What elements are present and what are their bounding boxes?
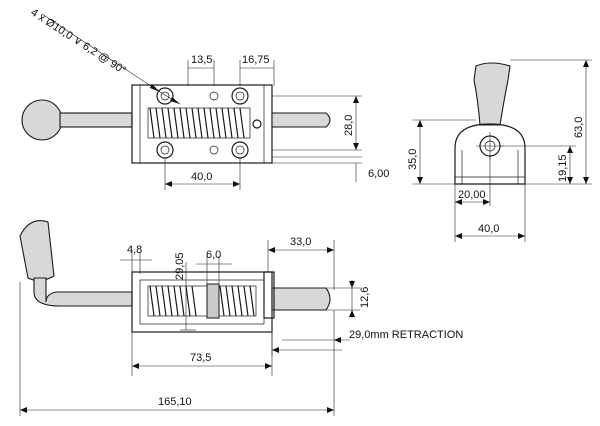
dim-16-75: 16,75	[242, 54, 270, 66]
dim-4-8: 4,8	[127, 244, 142, 256]
side-view: 4,8 29,05 6,0 33,0 12,6 29,0mm RETRACTIO…	[19, 220, 463, 416]
dim-35-0: 35,0	[407, 149, 419, 170]
dim-40-top: 40,0	[191, 171, 212, 183]
side-spring	[147, 283, 257, 319]
dim-19-15: 19,15	[557, 154, 569, 182]
dim-165-10: 165,10	[158, 396, 192, 408]
dim-33-0: 33,0	[290, 236, 311, 248]
handle-shaft	[59, 112, 133, 128]
dim-6-0: 6,0	[206, 249, 221, 261]
spring	[147, 107, 251, 139]
handle-knob	[21, 99, 63, 141]
dim-29-05: 29,05	[174, 252, 186, 280]
top-view: 4 x Ø10,0 ∨ 6,2 @ 90° 13,5 16,75 40,0 28…	[21, 6, 389, 190]
dim-28-0: 28,0	[343, 115, 355, 136]
retraction-label: 29,0mm RETRACTION	[349, 329, 463, 341]
side-body	[131, 271, 273, 333]
end-bracket	[454, 123, 526, 185]
dim-40-end: 40,0	[478, 223, 499, 235]
side-handle-rod	[33, 277, 133, 307]
dim-13-5: 13,5	[191, 54, 212, 66]
bolt-pin	[271, 112, 331, 128]
dim-12-6: 12,6	[359, 287, 371, 308]
end-lever	[473, 62, 511, 126]
dim-63-0: 63,0	[573, 117, 585, 138]
hole-callout: 4 x Ø10,0 ∨ 6,2 @ 90°	[28, 6, 128, 77]
dim-73-5: 73,5	[190, 352, 211, 364]
side-bolt-pin	[271, 287, 331, 311]
end-view: 63,0 35,0 19,15 20,00 40,0	[407, 59, 592, 242]
dim-20-00: 20,00	[458, 189, 486, 201]
body-plate	[131, 84, 273, 164]
side-handle-grip	[19, 220, 55, 282]
dim-6-00: 6,00	[368, 168, 389, 180]
